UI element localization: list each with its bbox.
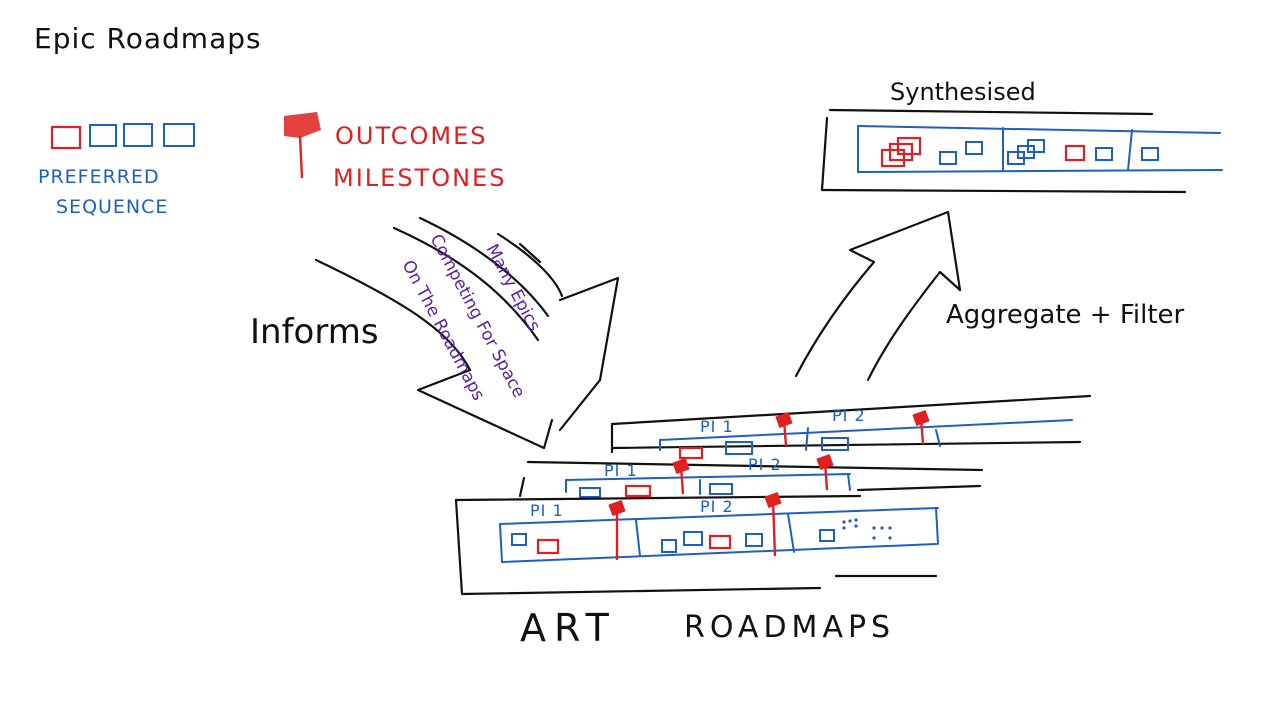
page-title: Epic Roadmaps (34, 22, 262, 55)
synthesised-label: Synthesised (890, 78, 1036, 106)
legend-sequence-boxes (50, 123, 195, 150)
mid-pi2-label: PI 2 (748, 455, 782, 474)
legend-preferred-label: PREFERRED (38, 166, 160, 188)
mid-pi1-label: PI 1 (604, 461, 638, 480)
art-label: ART (520, 606, 617, 650)
front-pi2-label: PI 2 (700, 497, 734, 516)
front-pi1-label: PI 1 (530, 501, 564, 520)
back-pi2-label: PI 2 (832, 406, 866, 425)
aggregate-filter-label: Aggregate + Filter (946, 300, 1185, 330)
legend-outcomes-label: OUTCOMES (335, 122, 488, 150)
art-roadmap-back (610, 394, 1092, 460)
dotted-placeholder-boxes (842, 518, 892, 540)
synthesised-roadmap (820, 108, 1223, 194)
informs-label: Informs (250, 312, 379, 352)
legend-sequence-label: SEQUENCE (56, 196, 169, 218)
aggregate-arrow (794, 210, 962, 382)
art-roadmap-middle (518, 453, 984, 498)
roadmaps-label: ROADMAPS (684, 610, 896, 645)
legend-milestone-flag-icon (284, 112, 321, 179)
back-pi1-label: PI 1 (700, 417, 734, 436)
legend-milestones-label: MILESTONES (333, 164, 507, 192)
art-roadmap-front (454, 491, 939, 596)
